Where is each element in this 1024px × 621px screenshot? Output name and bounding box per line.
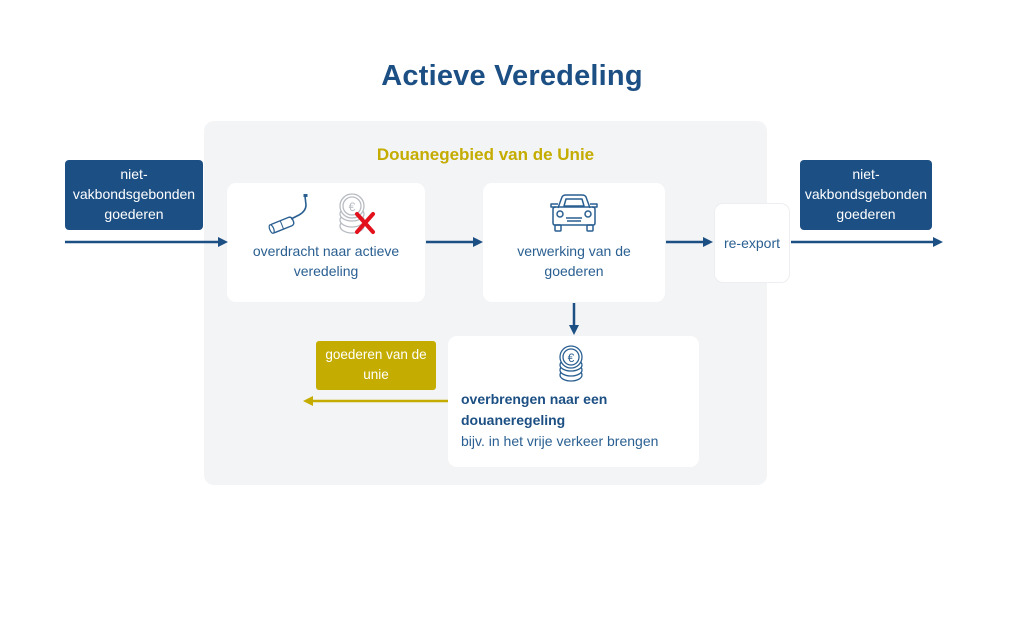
customs-note: bijv. in het vrije verkeer brengen — [461, 433, 659, 449]
car-icon — [550, 194, 598, 232]
region-label: Douanegebied van de Unie — [376, 145, 595, 164]
step-transfer-line: veredeling — [293, 263, 359, 279]
svg-text:€: € — [568, 351, 575, 365]
step-transfer-card: € overdracht naar actieve veredeling — [227, 183, 425, 302]
coins-crossed-icon: € — [339, 193, 375, 234]
input-goods-line: goederen — [104, 206, 164, 222]
step-reexport-card: re-export — [714, 203, 790, 283]
step-processing-line: verwerking van de — [517, 243, 631, 259]
step-transfer-line: overdracht naar actieve — [252, 243, 400, 259]
output-goods-line: niet- — [852, 166, 880, 182]
page-title: Actieve Veredeling — [381, 60, 643, 92]
step-processing-line: goederen — [544, 263, 604, 279]
euro-coins-icon: € — [559, 345, 583, 382]
union-goods-line: goederen van de — [325, 347, 427, 362]
output-goods-line: goederen — [836, 206, 896, 222]
svg-text:€: € — [349, 200, 356, 214]
step-customs-card: € overbrengen naar een douaneregeling bi… — [448, 336, 699, 467]
input-goods-box: niet- vakbondsgebonden goederen — [65, 160, 203, 230]
step-reexport-label: re-export — [723, 235, 781, 251]
step-processing-card: verwerking van de goederen — [483, 183, 665, 302]
arrow-reexport-to-output — [791, 237, 943, 247]
union-goods-line: unie — [363, 367, 389, 382]
output-goods-box: niet- vakbondsgebonden goederen — [800, 160, 932, 230]
customs-title-line: douaneregeling — [461, 412, 566, 428]
customs-title-line: overbrengen naar een — [461, 391, 608, 407]
input-goods-line: niet- — [120, 166, 148, 182]
exhaust-pipe-icon — [268, 194, 308, 234]
union-goods-box: goederen van de unie — [316, 341, 436, 390]
output-goods-line: vakbondsgebonden — [804, 186, 928, 202]
input-goods-line: vakbondsgebonden — [72, 186, 196, 202]
